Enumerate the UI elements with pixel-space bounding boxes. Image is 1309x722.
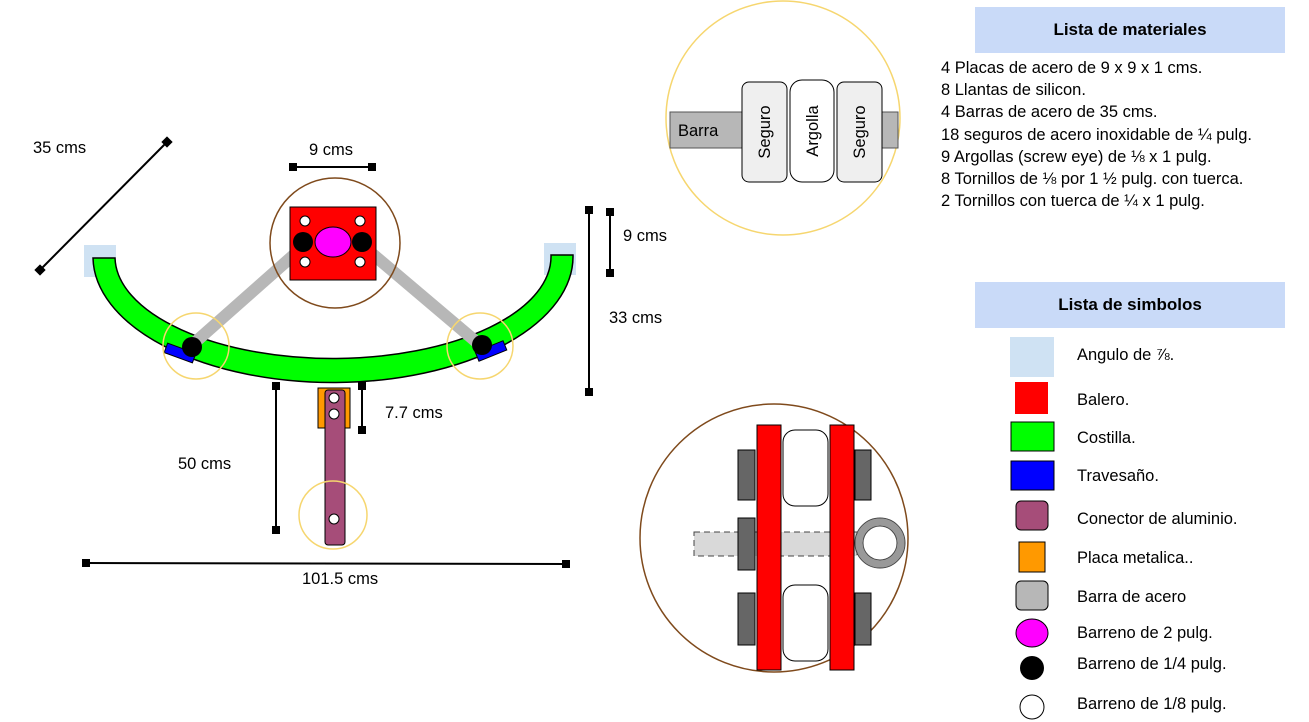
- seguro-right: [836, 81, 883, 183]
- hole-eighth: [299, 215, 311, 227]
- steel-bar-icon: [1015, 580, 1049, 611]
- symbol-label: Angulo de ⅞.: [1077, 346, 1175, 364]
- hole-eighth-icon: [1019, 694, 1045, 720]
- material-item: 2 Tornillos con tuerca de ¼ x 1 pulg.: [941, 192, 1205, 211]
- detail-circle: [298, 480, 368, 550]
- spacer: [737, 449, 756, 501]
- material-item: 18 seguros de acero inoxidable de ¼ pulg…: [941, 125, 1252, 144]
- detail-bottom-circle: [639, 403, 909, 673]
- material-item: 4 Barras de acero de 35 cms.: [941, 103, 1158, 122]
- materials-list: 4 Placas de acero de 9 x 9 x 1 cms. 8 Ll…: [941, 57, 1252, 212]
- plate-icon: [1018, 541, 1046, 573]
- spacer: [737, 592, 756, 646]
- bearing-detail-circle: [269, 177, 401, 309]
- hole-quarter: [293, 232, 313, 252]
- material-item: 8 Llantas de silicon.: [941, 81, 1086, 100]
- hole-eighth: [328, 408, 340, 420]
- symbol-label: Costilla.: [1077, 429, 1136, 447]
- hole-eighth: [328, 392, 340, 404]
- seguro-right-label: Seguro: [851, 105, 869, 158]
- seguro-left: [741, 81, 788, 183]
- symbols-title: Lista de simbolos: [975, 282, 1285, 328]
- dim-label: 9 cms: [309, 141, 353, 159]
- hole-quarter: [182, 337, 202, 357]
- hole-quarter-icon: [1020, 656, 1044, 680]
- steel-bar-right: [358, 240, 484, 350]
- dim-label: 7.7 cms: [385, 404, 443, 422]
- dim-label: 9 cms: [623, 227, 667, 245]
- hole-eighth: [328, 513, 340, 525]
- crossbar-icon: [1010, 460, 1055, 491]
- argolla: [789, 79, 835, 183]
- connector-icon: [1015, 500, 1049, 531]
- materials-title: Lista de materiales: [975, 7, 1285, 53]
- dim-line: [85, 562, 567, 565]
- dim-label: 50 cms: [178, 455, 231, 473]
- dim-line: [39, 141, 168, 271]
- bearing-icon: [1015, 382, 1048, 414]
- argolla-label: Argolla: [804, 105, 822, 157]
- hole-eighth: [299, 256, 311, 268]
- symbol-label: Barreno de 1/4 pulg.: [1077, 655, 1227, 673]
- symbol-label: Barreno de 2 pulg.: [1077, 624, 1213, 642]
- dim-label: 33 cms: [609, 309, 662, 327]
- dim-label: 35 cms: [33, 139, 86, 157]
- rib-icon: [1010, 421, 1055, 452]
- angle-icon: [1010, 337, 1054, 377]
- rib: [92, 254, 574, 384]
- barra-end: [879, 111, 899, 149]
- material-item: 8 Tornillos de ⅛ por 1 ½ pulg. con tuerc…: [941, 170, 1244, 189]
- symbol-label: Conector de aluminio.: [1077, 510, 1238, 528]
- detail-circle: [162, 312, 230, 380]
- screw-eye-ring: [855, 518, 905, 568]
- crossbar-left: [163, 342, 197, 364]
- steel-bar-left: [188, 240, 309, 350]
- dim-label: 101.5 cms: [302, 570, 378, 588]
- spacer: [737, 517, 756, 571]
- symbol-label: Barra de acero: [1077, 588, 1187, 606]
- barra: [669, 111, 743, 149]
- wheel: [782, 584, 829, 662]
- symbol-label: Barreno de 1/8 pulg.: [1077, 695, 1227, 713]
- hole-eighth: [354, 215, 366, 227]
- spacer: [854, 592, 872, 646]
- hole-quarter: [352, 232, 372, 252]
- hole-2in-icon: [1015, 618, 1049, 648]
- spacer: [854, 449, 872, 501]
- symbol-label: Travesaño.: [1077, 467, 1159, 485]
- aluminum-connector: [324, 389, 346, 546]
- barra-label: Barra: [678, 122, 719, 140]
- hole-eighth: [354, 256, 366, 268]
- material-item: 4 Placas de acero de 9 x 9 x 1 cms.: [941, 59, 1203, 77]
- ring-inner: [862, 525, 898, 561]
- symbol-label: Placa metalica..: [1077, 549, 1194, 567]
- material-item: 9 Argollas (screw eye) de ⅛ x 1 pulg.: [941, 147, 1212, 166]
- seguro-left-label: Seguro: [756, 105, 774, 158]
- ring-outline: [854, 517, 906, 569]
- detail-circle: [446, 312, 514, 380]
- bearing-plate-right: [829, 424, 855, 671]
- wheel: [782, 429, 829, 507]
- symbol-label: Balero.: [1077, 391, 1130, 409]
- hole-2in: [314, 226, 352, 258]
- hole-quarter: [472, 335, 492, 355]
- bearing-plate-left: [756, 424, 782, 671]
- detail-top-circle: [665, 0, 901, 236]
